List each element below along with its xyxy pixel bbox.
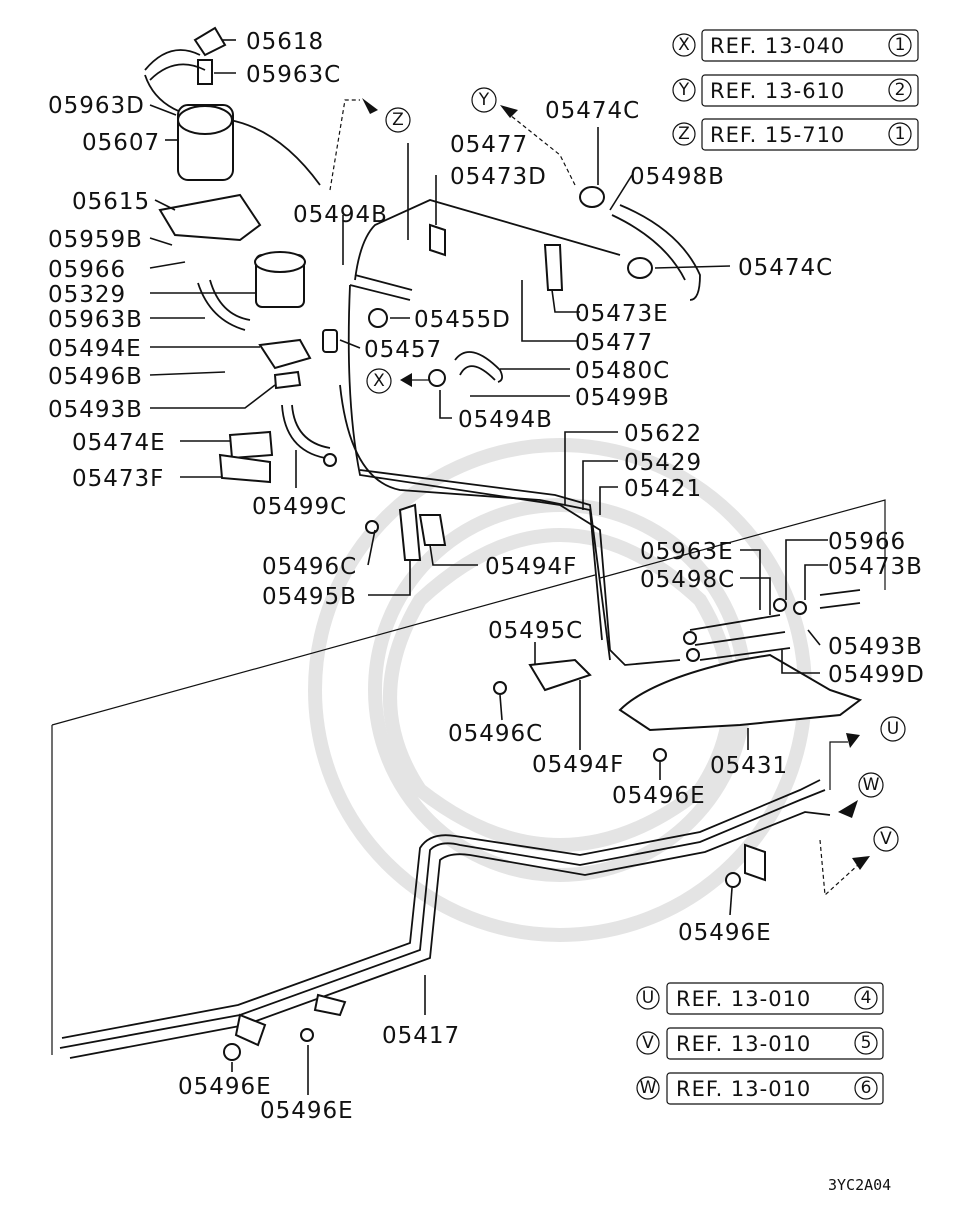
- part-label: 05496E: [612, 783, 706, 809]
- diagram-code: 3YC2A04: [828, 1176, 891, 1194]
- callout-ref: REF. 13-010: [676, 1077, 811, 1101]
- mid-clip-group: [365, 503, 592, 695]
- part-label: 05494E: [48, 336, 142, 362]
- direction-arrows: [329, 98, 870, 897]
- part-label: 05496E: [678, 920, 772, 946]
- part-label: 05622: [624, 421, 702, 447]
- callout-x: X REF. 13-040 1: [672, 29, 919, 62]
- part-label: 05963D: [48, 93, 145, 119]
- part-label: 05496E: [260, 1098, 354, 1124]
- part-label: 05496E: [178, 1074, 272, 1100]
- canister-assembly: [144, 26, 413, 484]
- part-label: 05480C: [575, 358, 670, 384]
- callout-letter: U: [642, 988, 654, 1008]
- callout-ref: REF. 15-710: [710, 123, 845, 147]
- part-label: 05495B: [262, 584, 357, 610]
- callout-y: Y REF. 13-610 2: [672, 74, 919, 107]
- part-label: 05474C: [545, 98, 640, 124]
- upper-right-hoses: [428, 186, 701, 387]
- callout-w: W REF. 13-010 6: [636, 1072, 884, 1105]
- part-label: 05493B: [48, 397, 143, 423]
- part-label: 05499D: [828, 662, 925, 688]
- part-label: 05495C: [488, 618, 583, 644]
- part-label: 05498C: [640, 567, 735, 593]
- part-label: 05455D: [414, 307, 511, 333]
- callout-num: 1: [895, 124, 906, 144]
- part-label: 05963C: [246, 62, 341, 88]
- callout-letter: Z: [678, 124, 690, 144]
- part-label: 05493B: [828, 634, 923, 660]
- callout-ref: REF. 13-010: [676, 987, 811, 1011]
- part-label: 05494F: [485, 554, 577, 580]
- part-label: 05607: [82, 130, 160, 156]
- part-label: 05494B: [458, 407, 553, 433]
- callout-ref: REF. 13-010: [676, 1032, 811, 1056]
- callout-ref: REF. 13-040: [710, 34, 845, 58]
- part-label: 05473B: [828, 554, 923, 580]
- callout-letter: X: [678, 35, 690, 55]
- lower-group-frame: [51, 499, 886, 1055]
- part-label: 05615: [72, 189, 150, 215]
- callout-num: 6: [861, 1078, 872, 1098]
- part-label: 05496B: [48, 364, 143, 390]
- marker-letter: X: [373, 371, 385, 391]
- part-label: 05496C: [448, 721, 543, 747]
- callout-num: 2: [895, 80, 906, 100]
- part-label: 05966: [48, 257, 126, 283]
- lower-fasteners: [223, 993, 347, 1061]
- callout-v: V REF. 13-010 5: [636, 1027, 884, 1060]
- part-label: 05499C: [252, 494, 347, 520]
- part-label: 05496C: [262, 554, 357, 580]
- part-label: 05473D: [450, 164, 547, 190]
- leader-lines: [149, 39, 828, 1095]
- callout-letter: W: [640, 1078, 657, 1098]
- part-label: 05429: [624, 450, 702, 476]
- reference-callouts: X REF. 13-040 1 Y REF. 13-610 2 Z REF. 1…: [636, 29, 919, 1105]
- part-label: 05431: [710, 753, 788, 779]
- callout-letter: V: [642, 1033, 654, 1053]
- part-label: 05457: [364, 337, 442, 363]
- part-label: 05474E: [72, 430, 166, 456]
- part-label: 05474C: [738, 255, 833, 281]
- part-label: 05498B: [630, 164, 725, 190]
- callout-letter: Y: [678, 80, 690, 100]
- part-label: 05494F: [532, 752, 624, 778]
- part-label: 05499B: [575, 385, 670, 411]
- callout-num: 5: [861, 1033, 872, 1053]
- callout-u: U REF. 13-010 4: [636, 982, 884, 1015]
- marker-letter: V: [880, 829, 892, 849]
- callout-ref: REF. 13-610: [710, 79, 845, 103]
- part-label: 05966: [828, 529, 906, 555]
- part-label: 05963E: [640, 539, 734, 565]
- part-label: 05473F: [72, 466, 164, 492]
- callout-num: 4: [861, 988, 872, 1008]
- part-label: 05494B: [293, 202, 388, 228]
- part-label: 05963B: [48, 307, 143, 333]
- marker-letter: Y: [478, 90, 490, 110]
- main-fuel-lines: [59, 199, 831, 1059]
- part-labels: 05618 05963C 05963D 05607 05615 05959B 0…: [48, 29, 925, 1124]
- part-label: 05417: [382, 1023, 460, 1049]
- part-label: 05477: [450, 132, 528, 158]
- part-label: 05477: [575, 330, 653, 356]
- part-label: 05329: [48, 282, 126, 308]
- callout-z: Z REF. 15-710 1: [672, 118, 919, 151]
- arrow-markers: Z Y X U W V: [366, 87, 906, 852]
- callout-num: 1: [895, 35, 906, 55]
- marker-letter: U: [887, 719, 899, 739]
- part-label: 05618: [246, 29, 324, 55]
- part-label: 05421: [624, 476, 702, 502]
- part-label: 05959B: [48, 227, 143, 253]
- part-label: 05473E: [575, 301, 669, 327]
- marker-letter: W: [863, 775, 880, 795]
- marker-letter: Z: [392, 110, 404, 130]
